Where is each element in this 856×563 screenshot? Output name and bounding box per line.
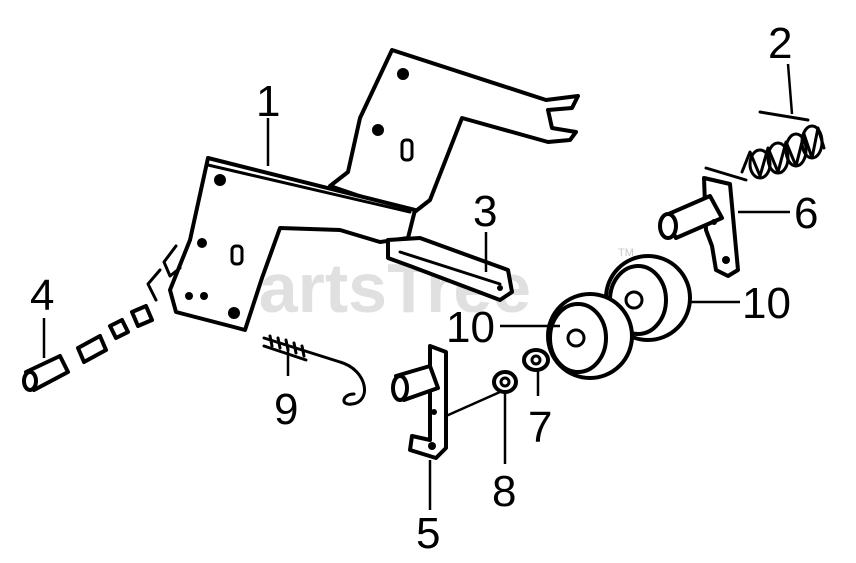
part-7-nut[interactable] <box>522 348 550 372</box>
part-8-washer[interactable] <box>492 370 518 394</box>
callout-4: 4 <box>30 271 54 320</box>
part-5-pulley-bracket[interactable] <box>391 344 448 460</box>
leader-lines <box>42 63 794 510</box>
callout-10-front: 10 <box>446 303 495 352</box>
part-3-link[interactable] <box>386 236 514 302</box>
part-4-pin[interactable] <box>22 304 154 392</box>
callout-8: 8 <box>492 467 516 516</box>
callout-7: 7 <box>528 403 552 452</box>
callout-1: 1 <box>256 77 280 126</box>
callout-10-rear: 10 <box>742 279 791 328</box>
part-10-pulley-front[interactable] <box>546 292 634 380</box>
callout-3: 3 <box>473 187 497 236</box>
callout-6: 6 <box>794 189 818 238</box>
watermark-trademark: TM <box>618 247 634 259</box>
callout-9: 9 <box>274 385 298 434</box>
callout-5: 5 <box>416 509 440 558</box>
part-9-j-bolt[interactable] <box>262 334 366 406</box>
callout-2: 2 <box>768 19 792 68</box>
part-2-spring[interactable] <box>704 110 826 182</box>
part-6-idler-bracket[interactable] <box>658 176 740 278</box>
